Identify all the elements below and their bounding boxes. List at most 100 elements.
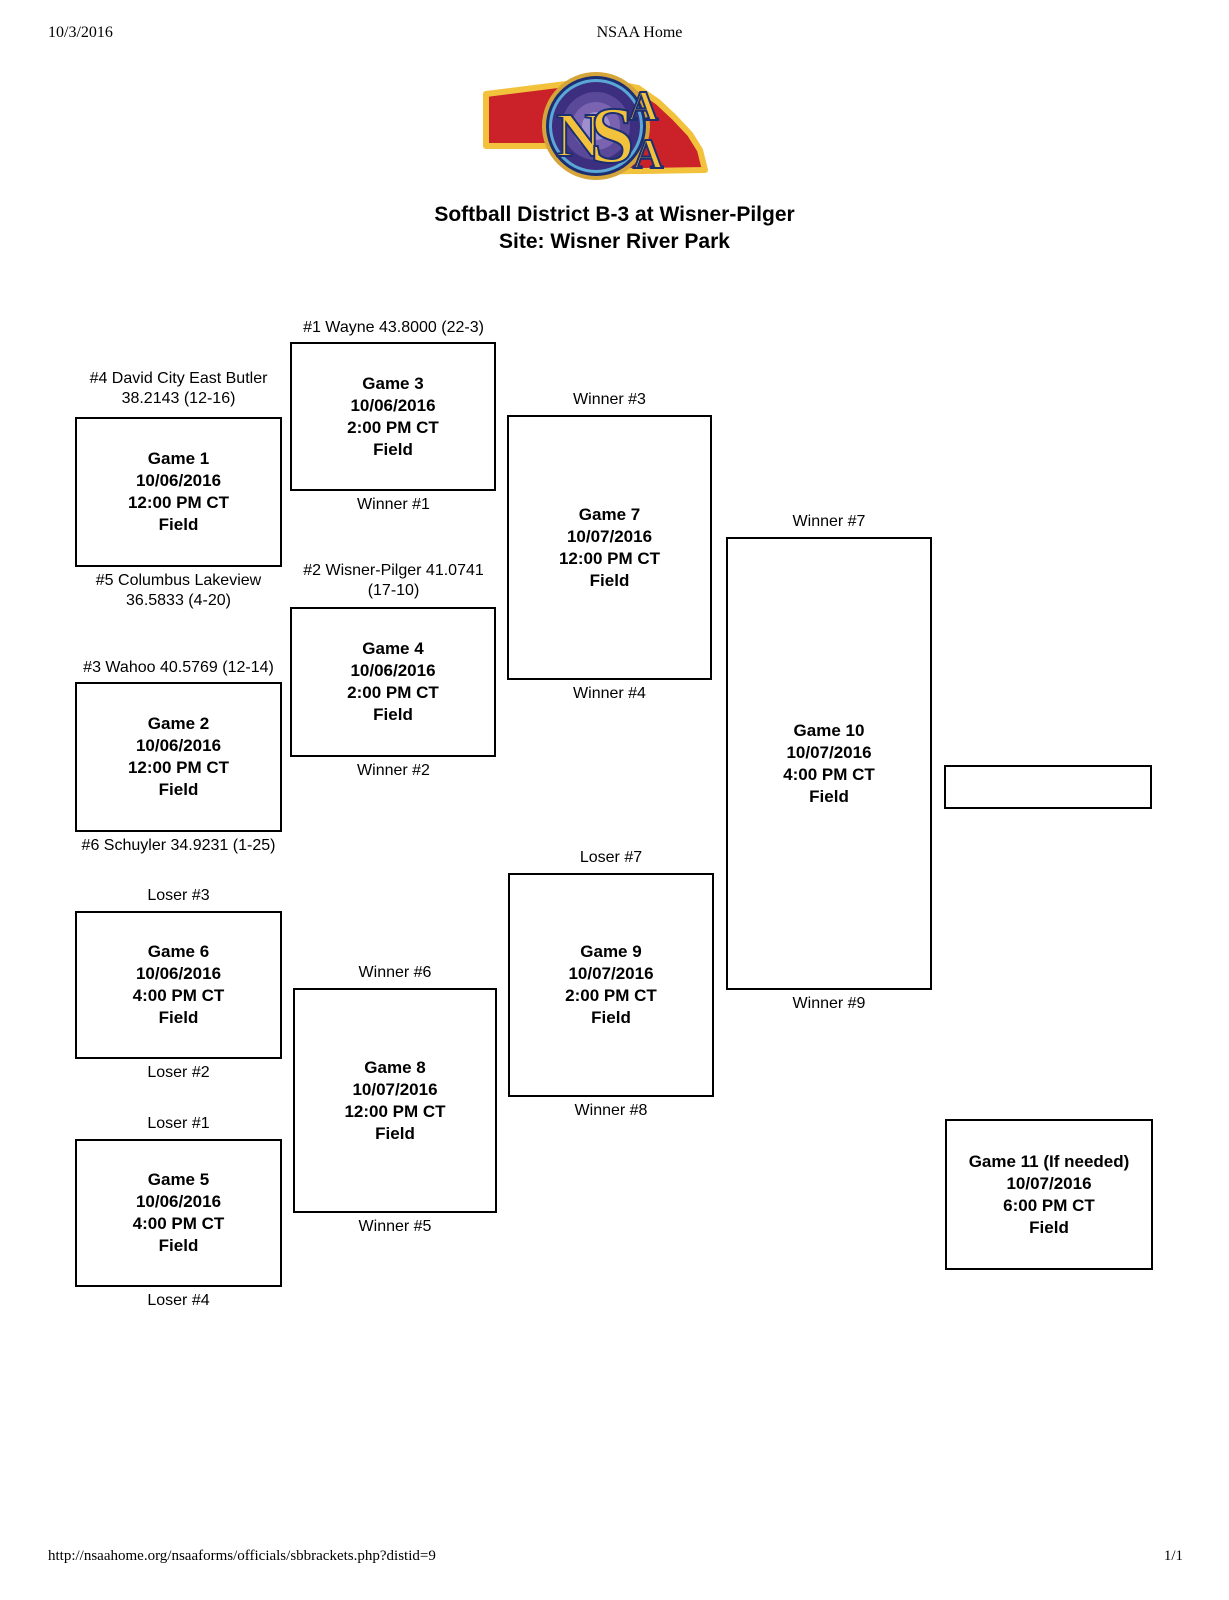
- game-name: Game 1: [147, 449, 210, 468]
- game-name: Game 5: [147, 1170, 210, 1189]
- bracket-title: Softball District B-3 at Wisner-Pilger S…: [0, 201, 1229, 255]
- game-name: Game 3: [362, 373, 424, 393]
- game-name: Game 2: [147, 714, 210, 733]
- game-6-bottom-label: Loser #2: [35, 1063, 322, 1083]
- game-field: Field: [1029, 1217, 1069, 1237]
- game-2-bottom-label: #6 Schuyler 34.9231 (1-25): [35, 836, 322, 856]
- game-field: Field: [591, 1008, 631, 1027]
- game-6-top-label: Loser #3: [35, 886, 322, 906]
- game-date: 10/07/2016: [566, 526, 653, 546]
- game-time: 4:00 PM CT: [132, 986, 225, 1005]
- game-5-bottom-label: Loser #4: [35, 1291, 322, 1311]
- game-date: 10/06/2016: [350, 661, 436, 680]
- seed-line: Winner #5: [358, 1218, 432, 1235]
- seed-line: Loser #1: [147, 1115, 210, 1132]
- page-indicator: 1/1: [1163, 1548, 1183, 1564]
- game-5-details: Game 5 10/06/2016 4:00 PM CT Field: [133, 1169, 225, 1257]
- game-name: Game 7: [578, 504, 641, 524]
- game-3-top-label: #1 Wayne 43.8000 (22-3): [250, 318, 537, 338]
- nsaa-logo-graphic: N S A A: [483, 72, 708, 181]
- logo-letter-a2: A: [633, 132, 664, 178]
- game-box-4: Game 4 10/06/2016 2:00 PM CT Field: [290, 607, 496, 757]
- seed-line: Winner #3: [573, 391, 646, 408]
- game-box-9: Game 9 10/07/2016 2:00 PM CT Field: [508, 873, 714, 1097]
- seed-line: #5 Columbus Lakeview: [95, 572, 262, 589]
- game-date: 10/06/2016: [350, 395, 436, 415]
- seed-line: (17-10): [367, 582, 420, 599]
- game-field: Field: [158, 780, 199, 799]
- game-8-bottom-label: Winner #5: [253, 1217, 537, 1237]
- game-date: 10/06/2016: [135, 471, 222, 490]
- logo-disc-4: [582, 112, 610, 140]
- game-field: Field: [373, 439, 413, 459]
- seed-line: Loser #2: [147, 1064, 210, 1081]
- game-time: 4:00 PM CT: [132, 1214, 225, 1233]
- champion-placeholder-box: [944, 765, 1152, 809]
- game-5-top-label: Loser #1: [35, 1114, 322, 1134]
- bracket-title-line1: Softball District B-3 at Wisner-Pilger: [434, 203, 795, 226]
- seed-line: #1 Wayne 43.8000 (22-3): [303, 319, 484, 336]
- game-2-details: Game 2 10/06/2016 12:00 PM CT Field: [128, 713, 229, 801]
- game-field: Field: [158, 1236, 199, 1255]
- seed-line: Loser #3: [147, 887, 210, 904]
- game-field: Field: [809, 786, 849, 806]
- game-1-top-label: #4 David City East Butler 38.2143 (12-16…: [35, 369, 322, 409]
- game-field: Field: [589, 570, 630, 590]
- seed-line: #6 Schuyler 34.9231 (1-25): [81, 837, 276, 854]
- nsaa-logo: N S A A: [478, 62, 714, 192]
- game-time: 6:00 PM CT: [1003, 1195, 1095, 1215]
- game-1-bottom-label: #5 Columbus Lakeview 36.5833 (4-20): [35, 571, 322, 611]
- game-7-bottom-label: Winner #4: [467, 684, 752, 704]
- seed-line: Winner #9: [792, 995, 866, 1012]
- game-field: Field: [375, 1123, 415, 1143]
- game-box-2: Game 2 10/06/2016 12:00 PM CT Field: [75, 682, 282, 832]
- game-name: Game 6: [147, 942, 210, 961]
- game-name: Game 9: [580, 942, 642, 961]
- game-time: 2:00 PM CT: [347, 417, 439, 437]
- game-time: 12:00 PM CT: [127, 758, 230, 777]
- game-date: 10/07/2016: [568, 964, 654, 983]
- game-box-5: Game 5 10/06/2016 4:00 PM CT Field: [75, 1139, 282, 1287]
- game-3-details: Game 3 10/06/2016 2:00 PM CT Field: [347, 373, 439, 461]
- game-time: 12:00 PM CT: [344, 1101, 446, 1121]
- game-2-top-label: #3 Wahoo 40.5769 (12-14): [35, 658, 322, 678]
- game-7-details: Game 7 10/07/2016 12:00 PM CT Field: [559, 504, 660, 592]
- seed-line: 38.2143 (12-16): [121, 390, 236, 407]
- game-field: Field: [373, 705, 413, 724]
- seed-line: #2 Wisner-Pilger 41.0741: [303, 562, 484, 579]
- seed-line: Winner #7: [792, 513, 866, 530]
- game-9-top-label: Loser #7: [468, 848, 754, 868]
- seed-line: #4 David City East Butler: [89, 370, 268, 387]
- game-3-bottom-label: Winner #1: [250, 495, 537, 515]
- game-field: Field: [158, 515, 199, 534]
- seed-line: Winner #4: [573, 685, 646, 702]
- game-4-details: Game 4 10/06/2016 2:00 PM CT Field: [347, 638, 439, 726]
- seed-line: Winner #2: [357, 762, 430, 779]
- page-header-title: NSAA Home: [596, 24, 683, 41]
- game-time: 2:00 PM CT: [347, 683, 439, 702]
- game-time: 12:00 PM CT: [127, 493, 230, 512]
- game-box-7: Game 7 10/07/2016 12:00 PM CT Field: [507, 415, 712, 680]
- game-time: 4:00 PM CT: [783, 764, 875, 784]
- game-name: Game 4: [362, 639, 424, 658]
- game-4-bottom-label: Winner #2: [250, 761, 537, 781]
- seed-line: Winner #8: [574, 1102, 648, 1119]
- print-date: 10/3/2016: [48, 24, 113, 41]
- game-1-details: Game 1 10/06/2016 12:00 PM CT Field: [128, 448, 229, 536]
- seed-line: Loser #7: [579, 849, 643, 866]
- game-date: 10/06/2016: [135, 964, 222, 983]
- game-date: 10/07/2016: [1006, 1173, 1092, 1193]
- game-8-top-label: Winner #6: [253, 963, 537, 983]
- game-6-details: Game 6 10/06/2016 4:00 PM CT Field: [133, 941, 225, 1029]
- game-box-3: Game 3 10/06/2016 2:00 PM CT Field: [290, 342, 496, 491]
- seed-line: Winner #6: [358, 964, 432, 981]
- game-name: Game 8: [364, 1057, 426, 1077]
- source-url: http://nsaahome.org/nsaaforms/officials/…: [48, 1548, 436, 1564]
- game-8-details: Game 8 10/07/2016 12:00 PM CT Field: [344, 1057, 445, 1145]
- game-box-10: Game 10 10/07/2016 4:00 PM CT Field: [726, 537, 932, 990]
- game-9-bottom-label: Winner #8: [468, 1101, 754, 1121]
- game-7-top-label: Winner #3: [467, 390, 752, 410]
- game-time: 12:00 PM CT: [558, 548, 661, 568]
- bracket-title-line2: Site: Wisner River Park: [499, 230, 730, 253]
- seed-line: 36.5833 (4-20): [126, 592, 231, 609]
